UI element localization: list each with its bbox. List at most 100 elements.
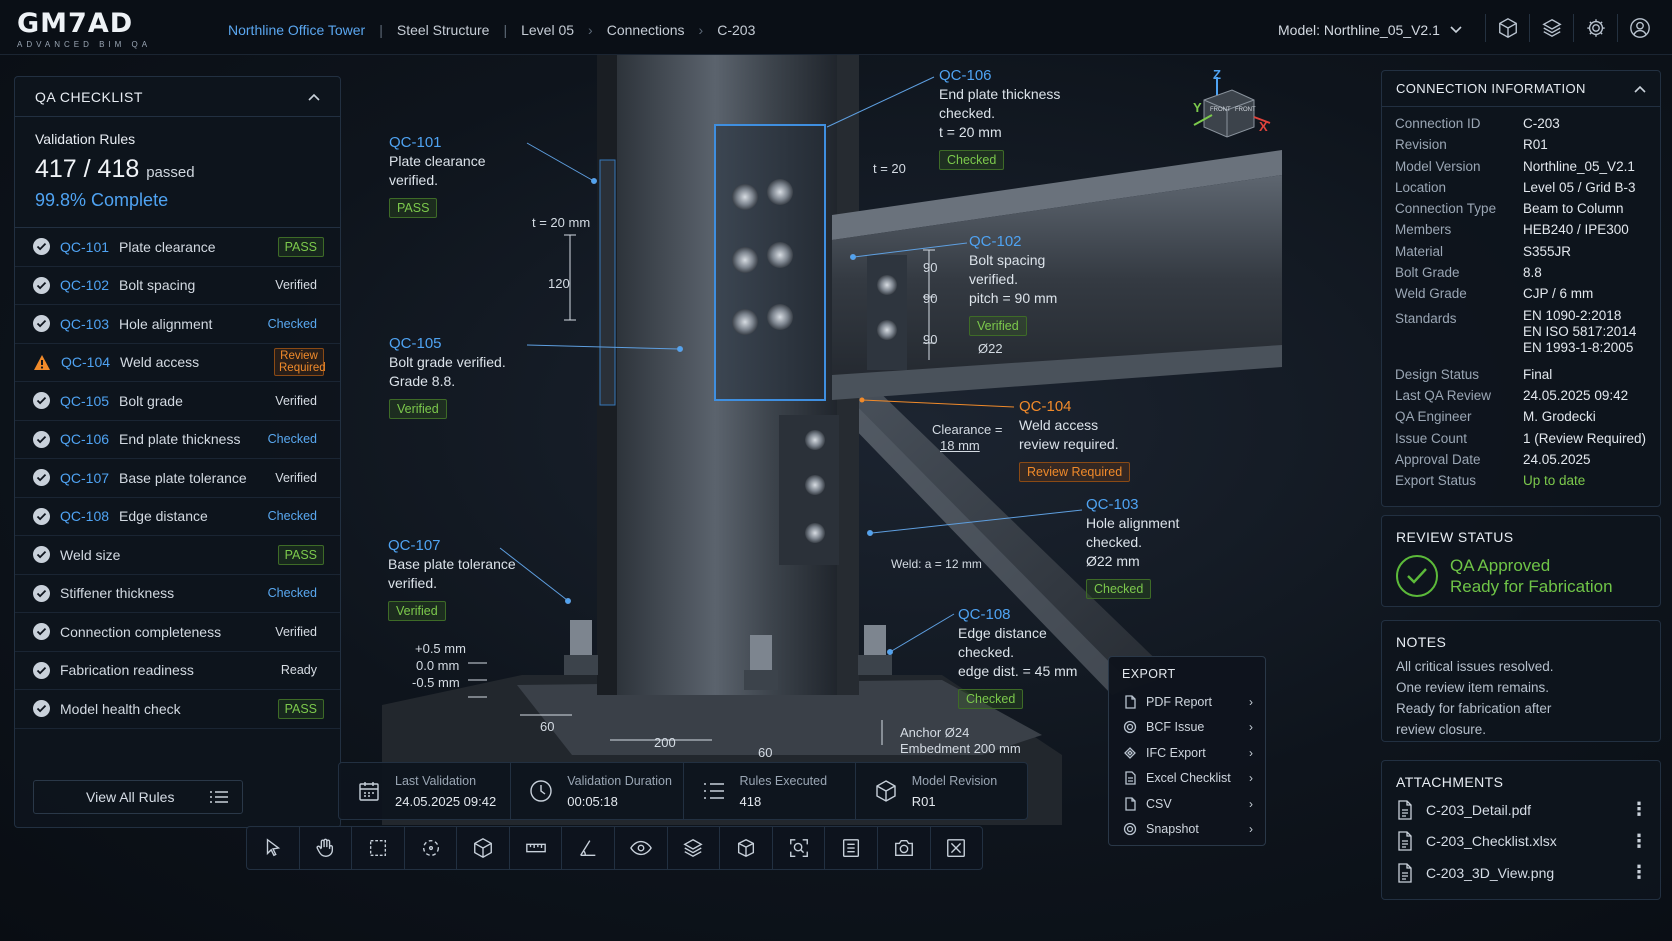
check-circle-icon (33, 661, 50, 679)
breadcrumb-item[interactable]: Connections (606, 22, 685, 38)
qa-checklist-header[interactable]: QA CHECKLIST (15, 77, 340, 117)
breadcrumb-item[interactable]: C-203 (717, 22, 756, 38)
rule-code[interactable]: QC-108 (60, 508, 110, 525)
breadcrumb-separator: | (503, 22, 508, 38)
camera-icon (894, 839, 913, 857)
axis-z-label: Z (1213, 67, 1221, 82)
stat-label: Validation Duration (567, 773, 672, 788)
view-cube[interactable] (1193, 77, 1271, 138)
callout-qc104[interactable]: QC-104 Weld access review required. Revi… (1019, 397, 1131, 482)
rule-code[interactable]: QC-103 (60, 315, 110, 332)
model-viewport[interactable]: Z Y X FRONT FRONT QC-101 Plate clearance… (342, 55, 1378, 825)
export-csv[interactable]: CSV› (1109, 791, 1265, 817)
callout-text: Plate clearance (389, 153, 486, 169)
rule-code[interactable]: QC-107 (60, 469, 110, 486)
bolt-group (732, 179, 793, 335)
export-snapshot[interactable]: Snapshot› (1109, 817, 1265, 843)
zoom-fit-tool[interactable] (773, 827, 826, 869)
rule-status-badge: Verified (275, 278, 317, 293)
rule-code[interactable]: QC-101 (60, 238, 110, 255)
user-icon (1629, 18, 1650, 38)
properties-tool[interactable] (825, 827, 878, 869)
rule-code[interactable]: QC-105 (60, 392, 110, 409)
markup-tool[interactable] (931, 827, 983, 869)
info-key: Standards (1395, 310, 1457, 326)
chevron-up-icon[interactable] (1634, 85, 1646, 93)
file-icon (1398, 800, 1412, 820)
breadcrumb-item[interactable]: Steel Structure (396, 22, 490, 38)
callout-qc108[interactable]: QC-108 Edge distance checked. edge dist.… (958, 605, 1077, 709)
connection-information-header[interactable]: CONNECTION INFORMATION (1382, 71, 1660, 107)
3d-view-tool[interactable] (457, 827, 510, 869)
callout-qc106[interactable]: QC-106 End plate thickness checked. t = … (939, 66, 1060, 170)
rule-code[interactable]: QC-104 (61, 354, 111, 371)
info-key: Last QA Review (1395, 387, 1492, 403)
view-all-rules-button[interactable]: View All Rules (33, 780, 243, 814)
chevron-up-icon[interactable] (308, 93, 320, 101)
cursor-icon (266, 838, 280, 857)
attachment-name: C-203_Detail.pdf (1426, 801, 1532, 818)
callout-text: checked. (1086, 534, 1143, 550)
top-icons (1485, 14, 1661, 42)
rule-code[interactable]: QC-102 (60, 277, 110, 294)
callout-text: Base plate tolerance (388, 556, 516, 572)
more-options-icon[interactable]: ⋮ (1630, 799, 1648, 820)
callout-qc101[interactable]: QC-101 Plate clearance verified. PASS (389, 133, 486, 218)
callout-qc107[interactable]: QC-107 Base plate tolerance verified. Ve… (388, 536, 516, 621)
measure-tool[interactable] (510, 827, 563, 869)
logo[interactable]: GM7AD ADVANCED BIM QA (17, 10, 167, 50)
layers-button[interactable] (1529, 14, 1573, 42)
orbit-tool[interactable] (405, 827, 458, 869)
callout-qc103[interactable]: QC-103 Hole alignment checked. Ø22 mm Ch… (1086, 495, 1179, 599)
export-excel-checklist[interactable]: Excel Checklist› (1109, 766, 1265, 792)
more-options-icon[interactable]: ⋮ (1630, 862, 1648, 883)
layers-tool[interactable] (668, 827, 721, 869)
angle-tool[interactable] (562, 827, 616, 869)
callout-status-badge: PASS (389, 198, 438, 218)
dimension-label: 18 mm (940, 438, 980, 453)
model-selector[interactable]: Model: Northline_05_V2.1 (1278, 22, 1462, 38)
visibility-tool[interactable] (615, 827, 668, 869)
settings-button[interactable] (1573, 14, 1617, 42)
properties-icon (843, 839, 860, 857)
stat-value: 00:05:18 (567, 793, 618, 809)
attachment-item[interactable]: C-203_3D_View.png⋮ (1382, 857, 1660, 889)
attachment-item[interactable]: C-203_Checklist.xlsx⋮ (1382, 826, 1660, 858)
breadcrumb-project[interactable]: Northline Office Tower (228, 22, 366, 38)
section-tool[interactable] (720, 827, 773, 869)
select-tool[interactable] (247, 827, 300, 869)
rule-status-badge: Review Required (274, 348, 326, 377)
export-pdf-report[interactable]: PDF Report› (1109, 689, 1265, 715)
user-button[interactable] (1617, 14, 1661, 42)
model-cube-button[interactable] (1485, 14, 1529, 42)
list-icon (703, 783, 724, 799)
export-ifc[interactable]: IFC Export› (1109, 740, 1265, 766)
breadcrumb-item[interactable]: Level 05 (521, 22, 575, 38)
callout-text: t = 20 mm (939, 124, 1002, 140)
box-select-tool[interactable] (352, 827, 405, 869)
callout-status-badge: Verified (389, 399, 447, 419)
attachment-item[interactable]: C-203_Detail.pdf ⋮ (1382, 794, 1660, 826)
callout-qc105[interactable]: QC-105 Bolt grade verified. Grade 8.8. V… (389, 334, 506, 419)
callout-qc102[interactable]: QC-102 Bolt spacing verified. pitch = 90… (969, 232, 1057, 336)
rule-code[interactable]: QC-106 (60, 431, 110, 448)
screenshot-tool[interactable] (878, 827, 931, 869)
more-options-icon[interactable]: ⋮ (1630, 830, 1648, 851)
pan-tool[interactable] (300, 827, 353, 869)
export-bcf-issue[interactable]: BCF Issue› (1109, 715, 1265, 741)
